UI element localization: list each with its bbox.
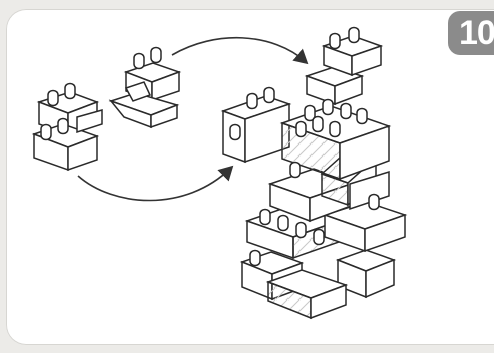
arrow-to-top <box>172 38 306 62</box>
step-number: 10 <box>459 16 494 50</box>
subassembly-rocket <box>111 48 179 128</box>
arrow-to-side <box>78 168 231 201</box>
step-badge: 10 <box>448 11 494 55</box>
subassembly-small <box>34 84 102 171</box>
main-model <box>223 28 405 319</box>
